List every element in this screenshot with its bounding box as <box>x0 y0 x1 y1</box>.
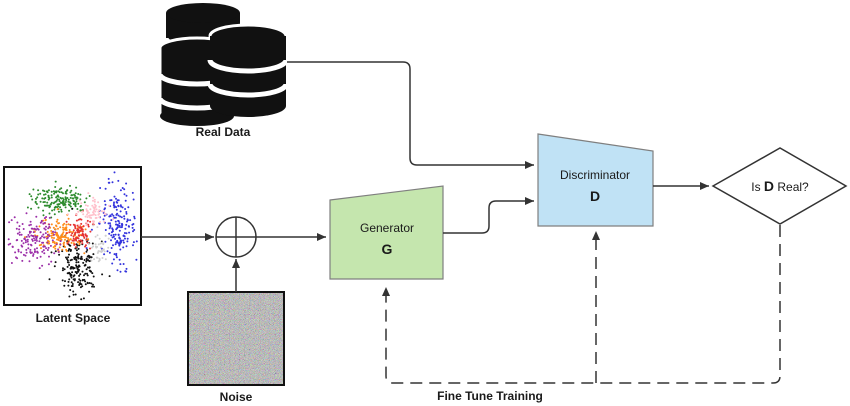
generator-to-discriminator-arrow <box>443 197 534 234</box>
real-data-label: Real Data <box>196 125 251 139</box>
generator-block: Generator G <box>329 185 444 280</box>
feedback-loop-line <box>382 225 781 384</box>
generator-label: Generator <box>360 221 414 235</box>
latent-scatter-points <box>7 171 138 301</box>
noise-label: Noise <box>220 390 253 404</box>
latent-space-label: Latent Space <box>36 311 111 325</box>
sum-node <box>215 216 257 258</box>
discriminator-symbol: D <box>590 188 600 204</box>
fine-tune-label: Fine Tune Training <box>437 389 543 403</box>
generator-symbol: G <box>382 241 393 257</box>
decision-diamond: Is D Real? <box>711 147 848 225</box>
latent-space-image <box>3 166 142 306</box>
database-icon <box>157 3 289 126</box>
discriminator-label: Discriminator <box>560 168 630 182</box>
discriminator-block: Discriminator D <box>537 133 654 227</box>
real-data-arrow <box>287 61 534 169</box>
noise-image <box>187 291 285 386</box>
decision-label: Is D Real? <box>751 178 809 194</box>
